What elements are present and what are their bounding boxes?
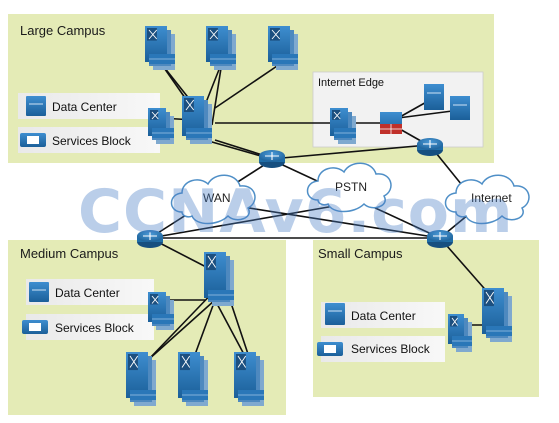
firewall-icon <box>380 112 402 134</box>
core-switch-icon <box>206 26 236 70</box>
internet-label: Internet <box>471 191 512 205</box>
small-campus-access-icon <box>448 314 472 352</box>
medium-data-center-label: Data Center <box>55 286 120 300</box>
small-campus-switch-icon <box>482 288 512 342</box>
switch-devices <box>126 26 512 406</box>
core-switch-icon <box>145 26 175 70</box>
access-switch-icon <box>126 352 156 406</box>
medium-services-block-label: Services Block <box>55 321 135 335</box>
internet-edge-label: Internet Edge <box>318 77 384 89</box>
large-services-block: Services Block <box>18 127 160 153</box>
small-services-block: Services Block <box>317 336 445 362</box>
small-data-center: Data Center <box>321 302 445 328</box>
core-switch-icon <box>268 26 298 70</box>
pstn-cloud: PSTN <box>306 162 392 213</box>
access-switch-icon <box>234 352 264 406</box>
internet-router-icon <box>417 138 443 156</box>
medium-data-center: Data Center <box>26 279 154 305</box>
access-switch-icon <box>178 352 208 406</box>
wan-cloud: WAN <box>170 174 256 225</box>
medium-campus-label: Medium Campus <box>20 246 119 261</box>
medium-campus-router-icon <box>137 230 163 248</box>
wan-label: WAN <box>203 191 231 205</box>
small-campus-label: Small Campus <box>318 246 403 261</box>
router-devices <box>137 138 453 248</box>
wan-router-icon <box>259 150 285 168</box>
distribution-switch-icon <box>204 252 234 306</box>
server-icon <box>325 303 345 325</box>
small-data-center-label: Data Center <box>351 309 416 323</box>
access-switch-icon <box>148 292 174 330</box>
server-icon <box>26 96 46 116</box>
medium-services-block: Services Block <box>22 314 154 340</box>
distribution-switch-icon <box>182 96 212 144</box>
large-data-center-label: Data Center <box>52 100 117 114</box>
edge-server-icon <box>424 84 470 120</box>
large-data-center: Data Center <box>18 93 160 119</box>
large-services-block-label: Services Block <box>52 134 132 148</box>
server-icon <box>29 282 49 302</box>
small-campus-router-icon <box>427 230 453 248</box>
edge-switch-icon <box>330 108 356 144</box>
internet-cloud: Internet <box>444 174 530 225</box>
large-campus-label: Large Campus <box>20 23 106 38</box>
small-services-block-label: Services Block <box>351 342 431 356</box>
watermark: CCNAv6.com <box>78 177 514 247</box>
pstn-label: PSTN <box>335 180 367 194</box>
access-switch-icon <box>148 108 174 144</box>
